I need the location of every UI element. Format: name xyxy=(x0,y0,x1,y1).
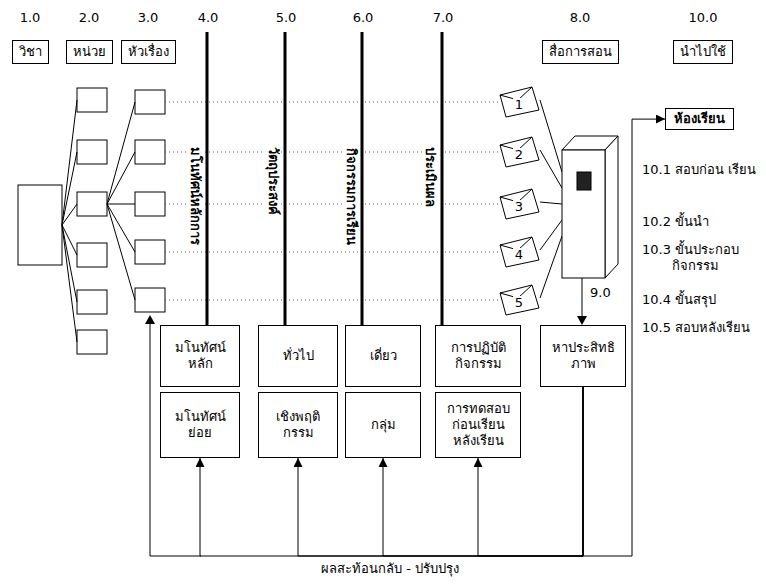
node-text: 5 xyxy=(513,296,525,310)
topic-box xyxy=(135,140,165,164)
component-box: การปฏิบัติ กิจกรรม xyxy=(435,325,521,387)
topic-box xyxy=(135,288,165,312)
step-note: 10.3 ขั้นประกอบ กิจกรรม xyxy=(642,242,760,275)
node-text: การทดสอบ ก่อนเรียน หลังเรียน xyxy=(439,401,517,450)
component-box: เชิงพฤติ กรรม xyxy=(258,392,338,458)
node-text: 1 xyxy=(513,98,525,112)
component-box: ทั่วไป xyxy=(258,325,338,387)
topic-box xyxy=(135,192,165,216)
unit-box xyxy=(77,290,107,314)
node-text: ทั่วไป xyxy=(283,348,314,364)
node-text: กลุ่ม xyxy=(371,417,396,433)
node-text: มโนทัศน์ ย่อย xyxy=(164,409,236,442)
step-number: 6.0 xyxy=(333,10,393,26)
header-box: นำไปใช้ xyxy=(673,40,733,64)
node-text: การปฏิบัติ กิจกรรม xyxy=(439,340,517,373)
envelope-icon: 1 xyxy=(498,86,540,118)
step-note: 10.1 สอบก่อน เรียน xyxy=(642,162,760,178)
column-title: กิจกรรมการเรียน xyxy=(342,145,358,246)
step-note: 10.4 ขั้นสรุป xyxy=(642,292,760,308)
step-number: 5.0 xyxy=(256,10,316,26)
feedback-arrow xyxy=(200,387,583,556)
classroom-box: ห้องเรียน xyxy=(665,108,734,130)
step-number: 2.0 xyxy=(59,10,119,26)
flow-arrow xyxy=(145,278,587,556)
feedback-arrow xyxy=(298,387,583,556)
component-box: มโนทัศน์ หลัก xyxy=(160,325,240,387)
cabinet-symbol xyxy=(562,136,618,278)
component-box: กลุ่ม xyxy=(345,392,421,458)
component-box: การทดสอบ ก่อนเรียน หลังเรียน xyxy=(435,392,521,458)
node-text: 3 xyxy=(513,200,525,214)
node-text: หาประสิทธิ ภาพ xyxy=(544,340,622,373)
unit-box xyxy=(77,330,107,354)
node-text: เดี่ยว xyxy=(370,348,397,364)
node-text: 2 xyxy=(513,148,525,162)
component-box: มโนทัศน์ ย่อย xyxy=(160,392,240,458)
tree-lines xyxy=(62,100,135,342)
node-text: สื่อการสอน xyxy=(549,44,612,60)
node-text: 4 xyxy=(513,248,525,262)
node-text: ห้องเรียน xyxy=(674,111,725,127)
column-title: วัตถุประสงค์ xyxy=(265,145,281,217)
step-note: 10.5 สอบหลังเรียน xyxy=(642,320,760,336)
subject-box xyxy=(18,185,62,265)
efficiency-box: หาประสิทธิ ภาพ xyxy=(540,325,626,387)
feedback-label: ผลสะท้อนกลับ - ปรับปรุง xyxy=(318,561,462,577)
envelope-icon: 3 xyxy=(498,188,540,220)
envelope-icon: 5 xyxy=(498,284,540,316)
envelope-icon: 4 xyxy=(498,236,540,268)
envelope-icon: 2 xyxy=(498,136,540,168)
component-box: เดี่ยว xyxy=(345,325,421,387)
unit-box xyxy=(77,243,107,267)
step-number: 1.0 xyxy=(0,10,60,26)
header-box: วิชา xyxy=(12,40,49,64)
step-number: 3.0 xyxy=(118,10,178,26)
step-number: 10.0 xyxy=(673,10,733,26)
step-number: 7.0 xyxy=(413,10,473,26)
header-box: สื่อการสอน xyxy=(542,40,619,64)
topic-box xyxy=(135,90,165,114)
media-lines xyxy=(540,100,562,298)
node-text: นำไปใช้ xyxy=(680,44,726,60)
node-text: วิชา xyxy=(19,44,42,60)
step-number: 4.0 xyxy=(178,10,238,26)
node-text: เชิงพฤติ กรรม xyxy=(262,409,334,442)
unit-box xyxy=(77,88,107,112)
dotted-guide xyxy=(165,102,498,300)
unit-box xyxy=(77,192,107,216)
unit-box xyxy=(77,140,107,164)
node-text: หน่วย xyxy=(73,44,106,60)
node-text: มโนทัศน์ หลัก xyxy=(164,340,236,373)
header-box: หน่วย xyxy=(66,40,113,64)
header-box: หัวเรื่อง xyxy=(121,40,176,64)
step-number: 9.0 xyxy=(590,285,611,301)
step-note: 10.2 ขั้นนำ xyxy=(642,214,760,230)
column-title: ประเมินผล xyxy=(422,145,438,209)
column-title: มโนทัศน์หลักการ xyxy=(187,145,203,247)
node-text: หัวเรื่อง xyxy=(128,44,169,60)
column-line xyxy=(207,32,442,325)
topic-box xyxy=(135,240,165,264)
step-number: 8.0 xyxy=(550,10,610,26)
